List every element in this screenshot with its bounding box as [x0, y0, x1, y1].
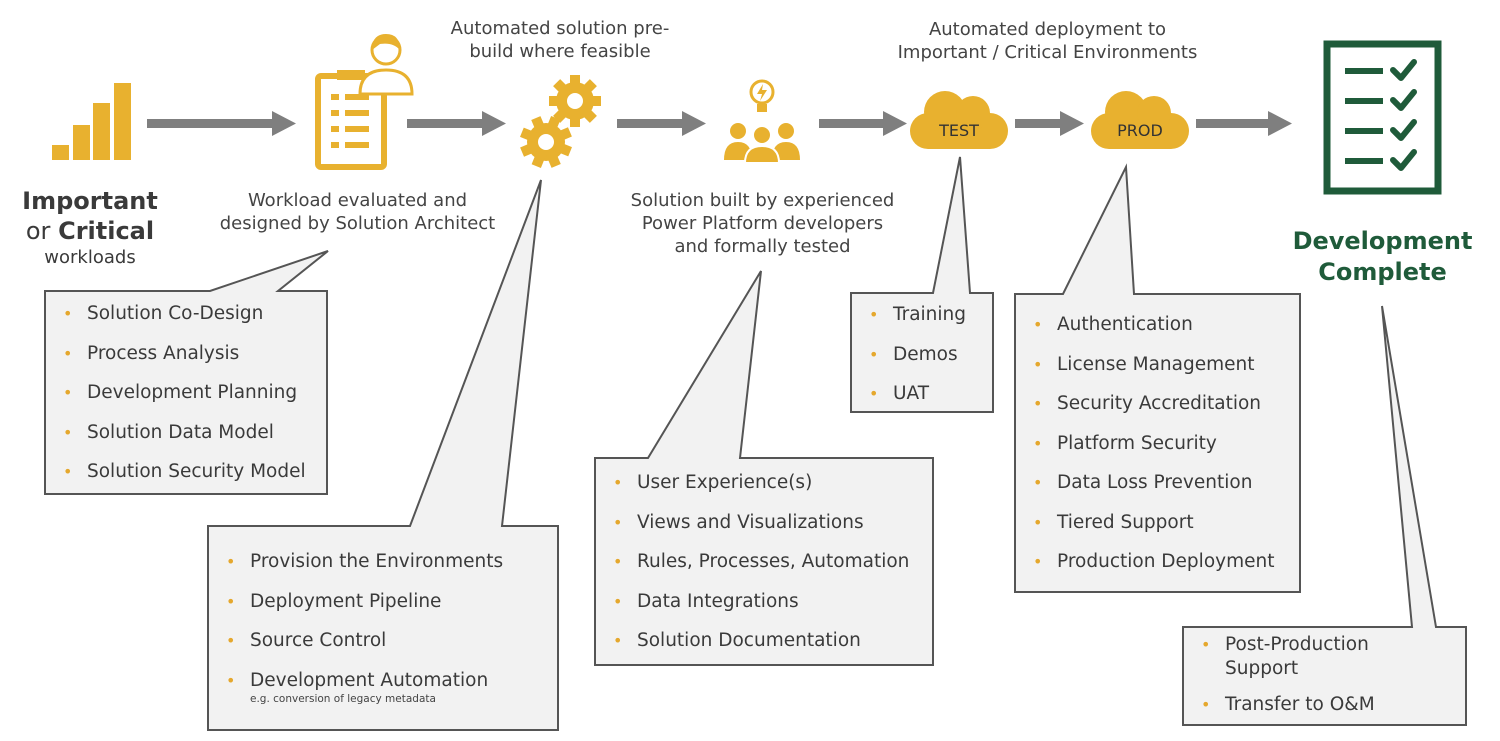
bar-chart-icon: [52, 83, 131, 160]
list-item: Solution Documentation: [595, 629, 933, 653]
list-item: Data Loss Prevention: [1015, 471, 1300, 495]
deploy-label-line: Important / Critical Environments: [897, 42, 1198, 63]
build-label-line: Solution built by experienced: [630, 190, 895, 211]
list-item: UAT: [851, 382, 993, 406]
list-item: Data Integrations: [595, 590, 933, 614]
list-item: Rules, Processes, Automation: [595, 550, 933, 574]
critical-text: Critical: [58, 217, 155, 245]
list-item: Process Analysis: [45, 342, 327, 366]
prebuild-label-line: Automated solution pre-: [450, 18, 670, 39]
list-item: Demos: [851, 343, 993, 367]
list-item-text: Development Automation: [250, 669, 489, 691]
list-item: License Management: [1015, 353, 1300, 377]
list-item: Platform Security: [1015, 432, 1300, 456]
workloads-text: workloads: [44, 247, 136, 268]
prebuild-label-line: build where feasible: [469, 41, 651, 62]
list-item: Authentication: [1015, 313, 1300, 337]
prebuild-box: Provision the Environments Deployment Pi…: [208, 550, 558, 706]
test-box: Training Demos UAT: [851, 303, 993, 406]
test-cloud-label: TEST: [939, 121, 979, 140]
complete-callout: [1182, 305, 1467, 726]
development-complete-label: Development Complete: [1270, 226, 1495, 288]
list-item: Training: [851, 303, 993, 327]
deploy-step-label: Automated deployment to Important / Crit…: [885, 18, 1210, 64]
list-item: Deployment Pipeline: [208, 590, 558, 614]
prebuild-step-label: Automated solution pre- build where feas…: [420, 17, 700, 63]
complete-line: Complete: [1318, 258, 1447, 286]
build-step-label: Solution built by experienced Power Plat…: [610, 189, 915, 258]
prod-cloud-icon: [1091, 91, 1189, 149]
prebuild-note: e.g. conversion of legacy metadata: [250, 692, 436, 705]
prod-cloud-label: PROD: [1117, 121, 1163, 140]
list-item: Solution Data Model: [45, 421, 327, 445]
arrow-1: [147, 111, 296, 136]
test-cloud-icon: [910, 91, 1008, 149]
start-label: Important or Critical workloads: [10, 186, 170, 270]
prod-box: Authentication License Management Securi…: [1015, 313, 1300, 574]
design-box: Solution Co-Design Process Analysis Deve…: [45, 302, 327, 484]
arrow-2: [407, 111, 506, 136]
build-label-line: and formally tested: [674, 236, 851, 257]
list-item: User Experience(s): [595, 471, 933, 495]
list-item: Production Deployment: [1015, 550, 1300, 574]
build-label-line: Power Platform developers: [641, 213, 884, 234]
arrow-5: [1015, 111, 1084, 136]
design-step-label: Workload evaluated and designed by Solut…: [205, 189, 510, 235]
design-label-line: designed by Solution Architect: [219, 213, 496, 234]
arrow-4: [819, 111, 907, 136]
list-item: Tiered Support: [1015, 511, 1300, 535]
or-text: or: [25, 217, 51, 245]
list-item: Views and Visualizations: [595, 511, 933, 535]
list-item: Solution Security Model: [45, 460, 327, 484]
team-lightbulb-icon: [724, 79, 800, 164]
architect-checklist-icon: [315, 34, 414, 170]
list-item: Transfer to O&M: [1183, 693, 1383, 717]
arrow-3: [617, 111, 706, 136]
important-text: Important: [22, 187, 158, 215]
list-item: Provision the Environments: [208, 550, 558, 574]
complete-line: Development: [1292, 227, 1473, 255]
checklist-icon: [1323, 40, 1442, 195]
list-item: Security Accreditation: [1015, 392, 1300, 416]
gears-icon: [520, 75, 601, 168]
build-box: User Experience(s) Views and Visualizati…: [595, 471, 933, 653]
list-item: Development Planning: [45, 381, 327, 405]
arrow-6: [1196, 111, 1292, 136]
complete-box: Post-Production Support Transfer to O&M: [1183, 633, 1383, 717]
deploy-label-line: Automated deployment to: [928, 19, 1167, 40]
list-item: Post-Production Support: [1183, 633, 1383, 681]
list-item: Source Control: [208, 629, 558, 653]
list-item: Development Automation e.g. conversion o…: [208, 669, 558, 706]
design-label-line: Workload evaluated and: [247, 190, 468, 211]
list-item: Solution Co-Design: [45, 302, 327, 326]
